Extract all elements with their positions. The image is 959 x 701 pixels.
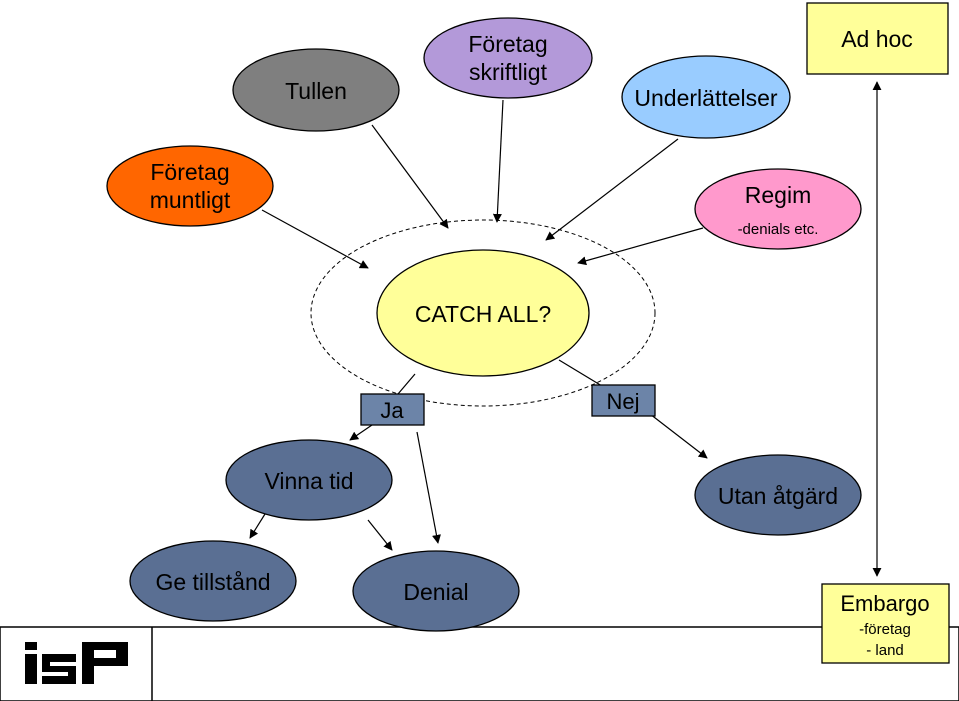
arrow-catchall-nej: [558, 359, 603, 387]
node-denial-label: Denial: [403, 579, 468, 605]
arrow-nej-utanatgard: [649, 413, 708, 459]
node-denial[interactable]: Denial: [352, 550, 520, 632]
arrow-vinnatid-denial: [367, 519, 393, 551]
node-foretag-muntligt-line2: muntligt: [150, 187, 231, 213]
arrow-regim-catchall: [577, 227, 704, 266]
arrow-tullen-catchall: [371, 124, 449, 229]
node-tullen[interactable]: Tullen: [232, 48, 400, 132]
node-ge-tillstand[interactable]: Ge tillstånd: [129, 540, 297, 622]
node-regim[interactable]: Regim -denials etc.: [694, 168, 862, 250]
node-embargo[interactable]: Embargo -företag - land: [821, 583, 950, 664]
node-utan-atgard-label: Utan åtgärd: [718, 483, 838, 509]
node-ja-label: Ja: [380, 398, 404, 423]
isp-logo: [25, 642, 128, 684]
node-regim-sublabel: -denials etc.: [738, 221, 819, 238]
node-foretag-muntligt[interactable]: Företag muntligt: [106, 145, 274, 227]
node-regim-label: Regim: [745, 182, 811, 208]
arrow-skriftligt-catchall: [492, 99, 504, 223]
node-embargo-label: Embargo: [840, 591, 929, 616]
node-tullen-label: Tullen: [285, 78, 347, 104]
node-embargo-line2: -företag: [859, 621, 911, 638]
node-embargo-line3: - land: [866, 642, 904, 659]
arrow-muntligt-catchall: [261, 209, 369, 269]
node-ge-tillstand-label: Ge tillstånd: [155, 569, 270, 595]
arrow-ja-vinnatid: [349, 424, 373, 441]
node-underlattelser-label: Underlättelser: [634, 85, 778, 111]
node-vinna-tid-label: Vinna tid: [264, 468, 353, 494]
node-utan-atgard[interactable]: Utan åtgärd: [694, 454, 862, 536]
node-nej-label: Nej: [606, 389, 639, 414]
node-foretag-skriftligt-line1: Företag: [468, 31, 547, 57]
node-catch-all[interactable]: CATCH ALL?: [376, 249, 590, 377]
arrow-underlattelser-catchall: [545, 138, 679, 241]
arrow-vinnatid-getillstand: [249, 513, 266, 539]
arrow-ja-denial: [416, 431, 441, 544]
node-foretag-skriftligt-line2: skriftligt: [469, 59, 548, 85]
node-ad-hoc-label: Ad hoc: [841, 26, 913, 52]
node-nej[interactable]: Nej: [591, 384, 656, 417]
node-foretag-muntligt-line1: Företag: [150, 159, 229, 185]
node-ad-hoc[interactable]: Ad hoc: [806, 2, 949, 75]
footer-band: [0, 626, 959, 701]
node-underlattelser[interactable]: Underlättelser: [621, 55, 791, 139]
catch-all-outer-ring: [310, 219, 656, 407]
arrow-catchall-ja: [397, 373, 416, 395]
node-foretag-skriftligt[interactable]: Företag skriftligt: [423, 17, 593, 99]
node-ja[interactable]: Ja: [360, 393, 425, 426]
node-catch-all-label: CATCH ALL?: [415, 301, 551, 327]
node-vinna-tid[interactable]: Vinna tid: [225, 439, 393, 521]
